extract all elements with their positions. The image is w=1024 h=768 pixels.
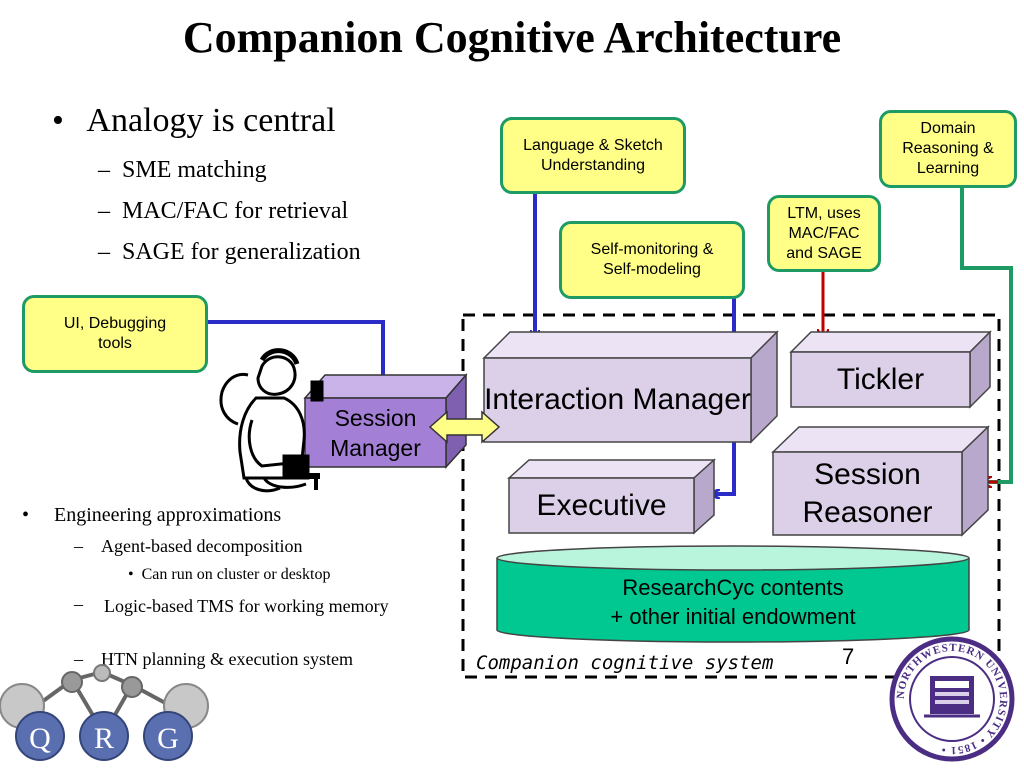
sub-bullet-sme: – SME matching [98,157,267,183]
logo-letter-g: G [157,722,179,755]
callout-ui-debugging: UI, Debugging tools [22,295,208,373]
executive-box [507,458,716,535]
sub-bullet-macfac: – MAC/FAC for retrieval [98,198,349,224]
logo-letter-q: Q [29,722,51,755]
logo-letter-r: R [94,722,114,755]
bullet-analogy: • Analogy is central [52,102,336,140]
session-reasoner-label: Session Reasoner [802,457,933,529]
slide-title: Companion Cognitive Architecture [182,13,842,62]
interaction-manager-label: Interaction Manager [484,383,751,416]
callout-domain-reasoning-text: Domain Reasoning & Learning [902,120,994,177]
sub-bullet-tms: – [74,594,83,614]
sub-bullet-htn: – HTN planning & execution system [74,649,353,669]
arrow-ui-to-session-manager [208,320,383,382]
sub-bullet-sme-text: SME matching [122,157,267,183]
sub-sub-bullet-cluster-text: Can run on cluster or desktop [141,566,331,583]
callout-ui-debugging-text: UI, Debugging tools [63,315,167,352]
knowledge-base-cylinder [496,545,970,643]
tickler-box [789,330,992,409]
slide-number: 7 [842,644,855,669]
bidirectional-arrow [428,410,501,444]
callout-language-sketch: Language & Sketch Understanding [500,117,686,194]
bullet-engineering: • Engineering approximations [22,504,282,526]
user-at-computer-icon [219,348,324,493]
kb-label-line1: ResearchCyc contents [622,575,844,600]
bullet-analogy-text: Analogy is central [86,102,336,139]
sub-bullet-sage-text: SAGE for generalization [122,239,361,265]
sub-sub-bullet-cluster: • Can run on cluster or desktop [128,566,331,583]
sub-bullet-tms-text: Logic-based TMS for working memory [104,596,389,616]
interaction-manager-box [482,330,779,444]
sub-bullet-agent: – Agent-based decomposition [74,536,303,556]
callout-ltm: LTM, uses MAC/FAC and SAGE [767,195,881,272]
callout-domain-reasoning: Domain Reasoning & Learning [879,110,1017,188]
callout-language-sketch-text: Language & Sketch Understanding [523,136,663,174]
callout-self-monitoring-text: Self-monitoring & Self-modeling [590,241,714,278]
session-reasoner-box [771,425,990,537]
qrg-logo [0,664,209,761]
line-domain-to-reasoner [960,188,1013,484]
system-label: Companion cognitive system [476,652,774,674]
executive-label: Executive [536,488,667,522]
system-boundary [461,313,1001,679]
sub-bullet-macfac-text: MAC/FAC for retrieval [122,198,349,224]
sub-bullet-agent-text: Agent-based decomposition [101,536,303,556]
callout-self-monitoring: Self-monitoring & Self-modeling [559,221,745,299]
session-manager-label: Session Manager [330,404,421,461]
bullet-dot: • [52,102,64,139]
kb-label-line2: + other initial endowment [610,604,856,629]
tickler-label: Tickler [836,362,925,396]
sub-bullet-htn-text: HTN planning & execution system [101,649,353,669]
northwestern-seal: NORTHWESTERN UNIVERSITY • 1851 • [889,636,1015,762]
sub-bullet-sage: – SAGE for generalization [98,239,361,265]
bullet-engineering-text: Engineering approximations [54,504,282,526]
callout-ltm-text: LTM, uses MAC/FAC and SAGE [786,204,862,262]
